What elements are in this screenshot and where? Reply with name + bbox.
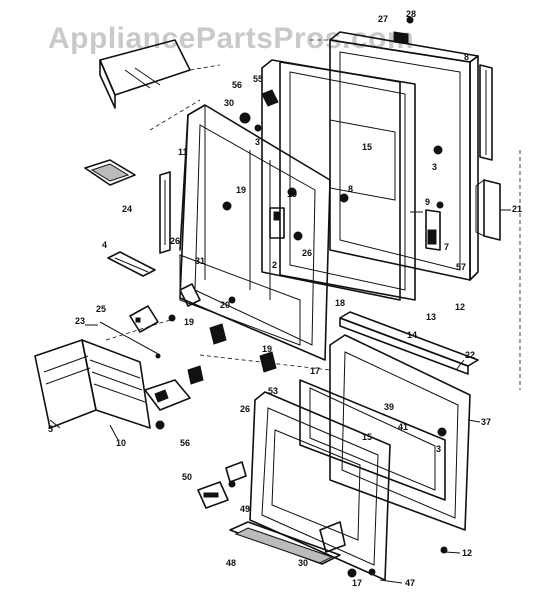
callout-28: 28 (406, 9, 416, 19)
callout-17: 17 (310, 366, 320, 376)
callout-25: 25 (96, 304, 106, 314)
callout-41: 41 (398, 422, 408, 432)
callout-15: 15 (362, 142, 372, 152)
bottom-screws (347, 568, 376, 578)
callout-7: 7 (444, 242, 449, 252)
light-cover (84, 159, 136, 186)
fresh-food-door (310, 31, 479, 281)
callout-50: 50 (182, 472, 192, 482)
callout-57: 57 (456, 262, 466, 272)
callout-4: 4 (102, 240, 107, 250)
callout-labels: 27 28 8 56 55 30 3 15 3 8 19 19 24 11 9 … (48, 9, 522, 588)
callout-56b: 56 (180, 438, 190, 448)
callout-20: 20 (220, 300, 230, 310)
callout-26c: 26 (240, 404, 250, 414)
shelf-retainer (197, 461, 247, 509)
lower-hinge-parts (168, 283, 277, 373)
callout-8b: 8 (348, 184, 353, 194)
door-handle-lower (475, 179, 501, 241)
callout-13: 13 (426, 312, 436, 322)
callout-10: 10 (116, 438, 126, 448)
callout-49: 49 (240, 504, 250, 514)
callout-56: 56 (232, 80, 242, 90)
callout-19c: 19 (184, 317, 194, 327)
watermark: AppliancePartsPros.com (48, 22, 415, 55)
top-hinge (393, 16, 414, 45)
callout-3: 3 (255, 137, 260, 147)
callout-5: 5 (48, 424, 53, 434)
callout-55: 55 (253, 74, 263, 84)
left-rail (159, 171, 171, 254)
callout-23: 23 (75, 316, 85, 326)
freezer-door-liner (249, 391, 448, 581)
callout-30: 30 (224, 98, 234, 108)
callout-3c: 3 (436, 444, 441, 454)
callout-31: 31 (195, 256, 205, 266)
center-hardware (222, 187, 303, 241)
callout-15b: 15 (362, 432, 372, 442)
lower-hinge-bracket (144, 365, 204, 430)
callout-26b: 26 (302, 248, 312, 258)
crisper-support (107, 251, 156, 277)
leader-dashes (105, 150, 521, 390)
callout-11: 11 (178, 147, 188, 157)
door-handle-upper (479, 64, 493, 161)
crisper-slide (99, 305, 161, 359)
callout-47: 47 (405, 578, 415, 588)
freezer-door (299, 334, 471, 531)
crisper-drawer-fronts (34, 339, 151, 429)
callout-21: 21 (512, 204, 522, 214)
callout-17b: 17 (352, 578, 362, 588)
callout-2: 2 (272, 260, 277, 270)
callout-3b: 3 (432, 162, 437, 172)
crisper-cover (339, 311, 479, 375)
callout-52: 52 (192, 369, 202, 379)
hinge-hardware-upper (239, 89, 444, 209)
callout-39: 39 (384, 402, 394, 412)
callout-12: 12 (455, 302, 465, 312)
callout-19b: 19 (287, 189, 297, 199)
door-liner (261, 59, 401, 301)
top-trim-cover (99, 39, 221, 131)
callout-24: 24 (122, 204, 132, 214)
callout-19: 19 (236, 185, 246, 195)
callout-48: 48 (226, 558, 236, 568)
callout-37: 37 (481, 417, 491, 427)
callout-22: 22 (465, 350, 475, 360)
callout-9: 9 (425, 197, 430, 207)
callout-19d: 19 (262, 344, 272, 354)
callout-30b: 30 (298, 558, 308, 568)
cabinet-liner (179, 104, 331, 361)
callout-26: 26 (170, 236, 180, 246)
leader-lines (49, 209, 511, 584)
callout-18: 18 (335, 298, 345, 308)
callout-12b: 12 (462, 548, 472, 558)
callout-27: 27 (378, 14, 388, 24)
callout-53: 53 (268, 386, 278, 396)
freezer-door-shelf (229, 521, 346, 565)
callout-8: 8 (464, 52, 469, 62)
door-bin-bracket (425, 209, 441, 251)
callout-14: 14 (407, 330, 417, 340)
